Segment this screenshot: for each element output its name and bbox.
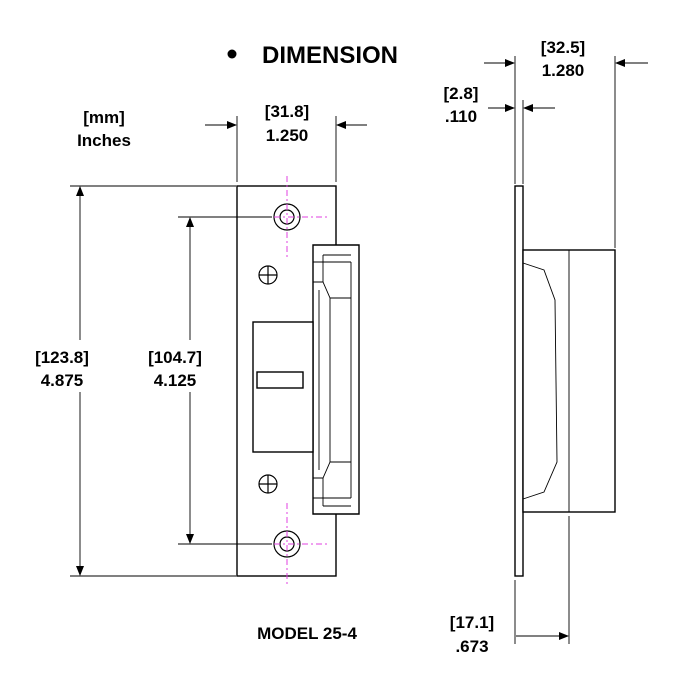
latch-slot	[256, 371, 304, 389]
faceplate-width-dimension: [31.8] 1.250	[205, 102, 367, 182]
overall-depth-mm: [32.5]	[541, 38, 585, 57]
strike-housing	[312, 244, 360, 515]
title-bullet-icon	[227, 49, 237, 59]
small-screw-hole-icon	[258, 474, 278, 494]
body-step-mm: [17.1]	[450, 613, 494, 632]
front-view	[236, 176, 360, 585]
body-step-dimension: [17.1] .673	[450, 516, 570, 656]
faceplate-width-in: 1.250	[266, 126, 309, 145]
overall-height-mm: [123.8]	[35, 348, 89, 367]
overall-depth-in: 1.280	[542, 61, 585, 80]
overall-depth-dimension: [32.5] 1.280	[484, 38, 648, 248]
body-step-in: .673	[455, 637, 488, 656]
model-label: MODEL 25-4	[257, 624, 357, 643]
side-plate	[514, 185, 524, 577]
plate-thickness-in: .110	[445, 107, 477, 126]
hole-spacing-in: 4.125	[154, 371, 197, 390]
plate-thickness-mm: [2.8]	[444, 84, 479, 103]
faceplate-width-mm: [31.8]	[265, 102, 309, 121]
hole-spacing-mm: [104.7]	[148, 348, 202, 367]
units-inches-label: Inches	[77, 131, 131, 150]
units-mm-label: [mm]	[83, 108, 125, 127]
hole-spacing-dimension: [104.7] 4.125	[148, 216, 272, 545]
page-title: DIMENSION	[262, 42, 398, 69]
plate-thickness-dimension: [2.8] .110	[444, 56, 555, 184]
overall-height-dimension: [123.8] 4.875	[35, 185, 236, 577]
overall-height-in: 4.875	[41, 371, 84, 390]
side-view	[514, 185, 616, 577]
small-screw-hole-icon	[258, 265, 278, 285]
